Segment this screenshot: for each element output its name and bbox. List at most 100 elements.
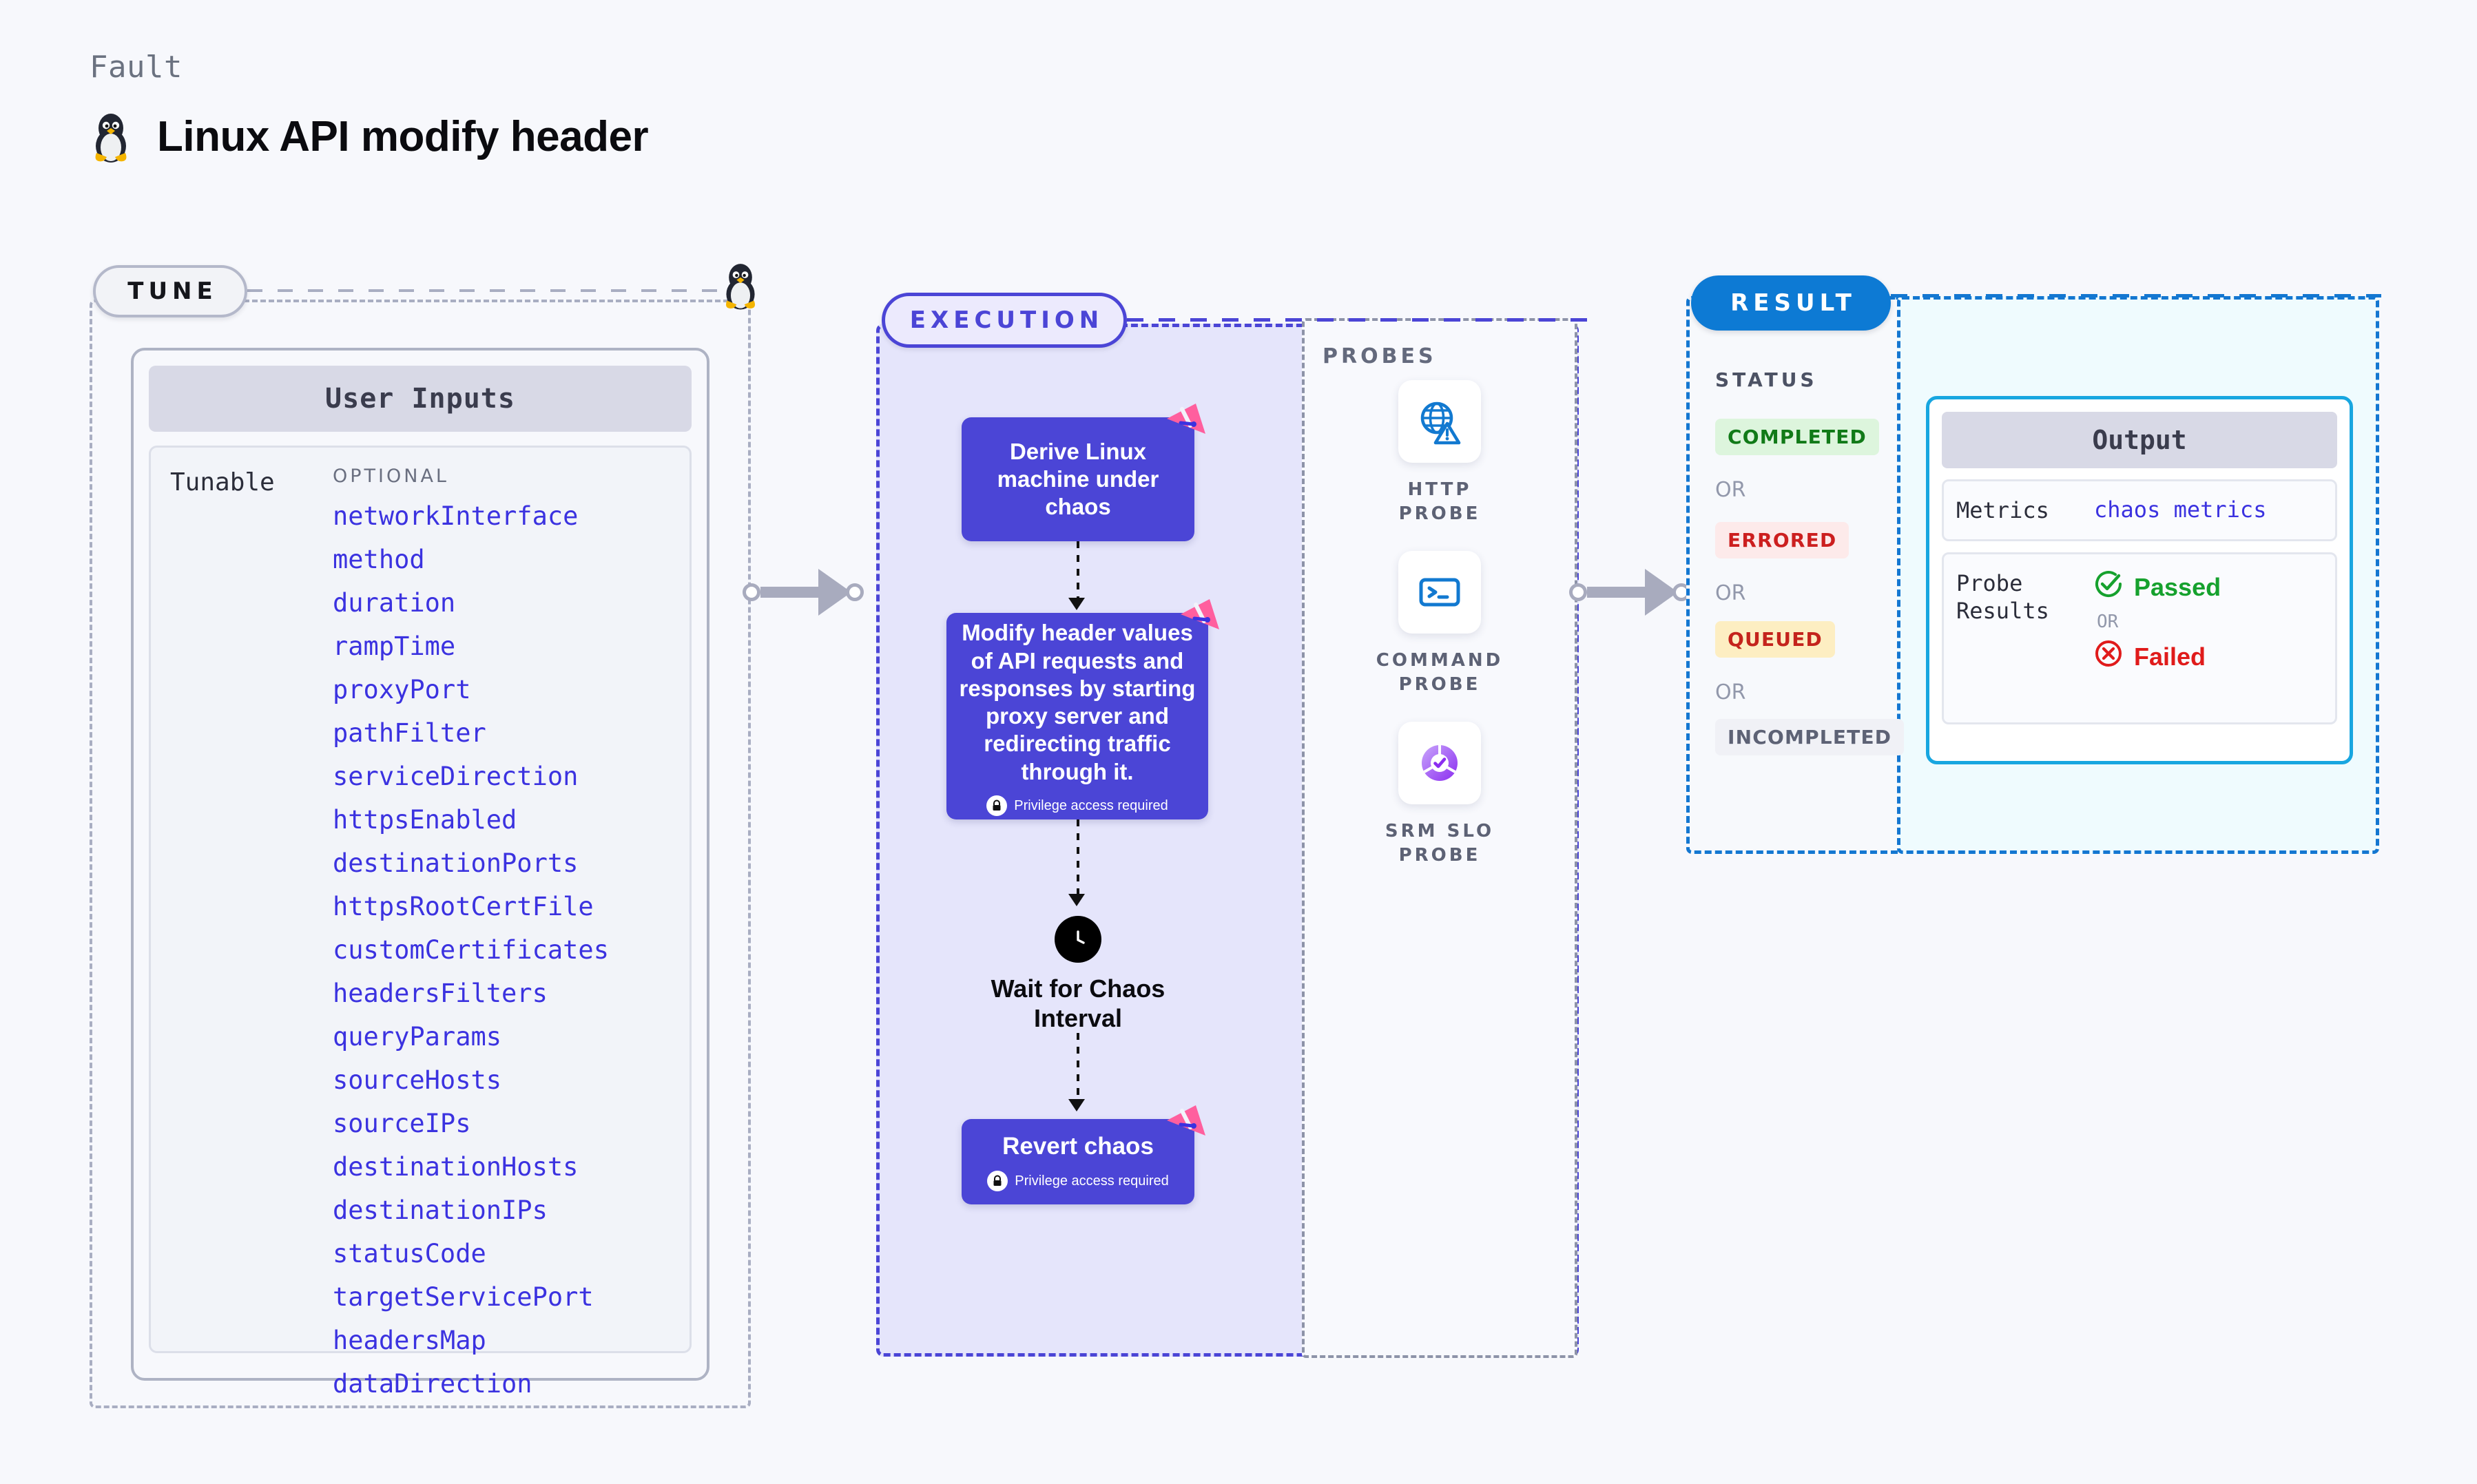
result-badge: RESULT: [1691, 275, 1891, 331]
status-badge-completed: COMPLETED: [1715, 419, 1879, 455]
flow-arrowhead-modify: [1068, 598, 1085, 610]
lock-icon: [987, 1171, 1008, 1191]
status-title: STATUS: [1715, 368, 1818, 391]
metrics-key: Metrics: [1956, 497, 2049, 523]
flow-connector-derive-to-modify: [1077, 541, 1079, 600]
tunable-param[interactable]: duration: [333, 588, 456, 618]
connector-start-dot: [743, 583, 760, 601]
probe-command[interactable]: COMMAND PROBE: [1371, 551, 1509, 697]
tune-panel: [90, 300, 751, 1408]
privilege-required-note: Privilege access required: [987, 1171, 1169, 1191]
status-or-3: OR: [1715, 680, 1746, 704]
chaos-flag-icon: [1181, 599, 1219, 629]
tunable-param[interactable]: sourceHosts: [333, 1065, 502, 1095]
tunable-section: Tunable OPTIONAL networkInterface method…: [149, 446, 692, 1397]
tune-badge: TUNE: [93, 265, 247, 317]
output-probe-results-row: Probe Results Passed OR: [1942, 552, 2337, 724]
lock-icon: [986, 795, 1008, 816]
status-badge-queued: QUEUED: [1715, 621, 1835, 658]
tunable-param[interactable]: rampTime: [333, 631, 456, 661]
probe-srm-slo[interactable]: SRM SLO PROBE: [1371, 722, 1509, 868]
probes-panel: [1302, 318, 1577, 1358]
probe-result-failed: Failed: [2094, 639, 2221, 674]
chaos-flag-icon: [1167, 404, 1205, 434]
status-badge-incompleted: INCOMPLETED: [1715, 719, 1905, 755]
page-kicker: Fault: [90, 50, 183, 85]
tunable-param[interactable]: httpsRootCertFile: [333, 892, 594, 921]
tunable-param[interactable]: queryParams: [333, 1022, 502, 1052]
execution-badge: EXECUTION: [882, 293, 1127, 348]
page-title-row: Linux API modify header: [90, 110, 649, 163]
node-wait-for-chaos-interval[interactable]: Wait for Chaos Interval: [962, 916, 1194, 1033]
tunable-param[interactable]: customCertificates: [333, 935, 609, 965]
status-or-2: OR: [1715, 581, 1746, 605]
globe-warning-icon: [1398, 380, 1481, 463]
node-modify-label: Modify header values of API requests and…: [959, 620, 1196, 784]
user-inputs-card: User Inputs Tunable OPTIONAL networkInte…: [131, 348, 709, 1397]
result-top-dashed-line: [1891, 294, 2381, 297]
chaos-flag-icon: [1167, 1105, 1205, 1136]
tunable-param[interactable]: headersMap: [333, 1326, 486, 1355]
flow-arrowhead-wait: [1068, 894, 1085, 906]
tux-penguin-marker-icon: [721, 260, 760, 313]
connector-tune-to-execution: [743, 569, 876, 616]
tunable-param[interactable]: networkInterface: [333, 501, 579, 531]
connector-execution-to-result: [1569, 569, 1703, 616]
tunable-param[interactable]: statusCode: [333, 1239, 486, 1268]
flow-connector-modify-to-wait: [1077, 819, 1079, 897]
slo-donut-icon: [1398, 722, 1481, 804]
tunable-param[interactable]: destinationHosts: [333, 1152, 579, 1182]
optional-label: OPTIONAL: [333, 466, 449, 487]
privilege-required-note: Privilege access required: [986, 795, 1168, 816]
result-status-strip: [1686, 296, 1900, 854]
probe-results-values: Passed OR Failed: [2094, 569, 2221, 674]
connector-start-dot: [1569, 583, 1587, 601]
clock-icon: [1055, 916, 1101, 963]
metrics-value[interactable]: chaos metrics: [2094, 497, 2267, 523]
failed-label: Failed: [2134, 642, 2206, 671]
tunable-param[interactable]: targetServicePort: [333, 1282, 594, 1312]
x-circle-icon: [2094, 639, 2123, 674]
node-derive-linux-machine[interactable]: Derive Linux machine under chaos: [962, 404, 1205, 541]
user-inputs-header: User Inputs: [149, 366, 692, 432]
tunable-param[interactable]: method: [333, 545, 425, 574]
tunable-param[interactable]: destinationIPs: [333, 1195, 548, 1225]
tunable-label: Tunable: [170, 468, 275, 497]
node-modify-header-values[interactable]: Modify header values of API requests and…: [946, 599, 1219, 819]
tune-top-dashed-line: [247, 289, 729, 292]
passed-label: Passed: [2134, 572, 2221, 601]
probe-http[interactable]: HTTP PROBE: [1371, 380, 1509, 526]
tunable-param[interactable]: destinationPorts: [333, 848, 579, 878]
privilege-note-text: Privilege access required: [1014, 797, 1168, 813]
terminal-icon: [1398, 551, 1481, 634]
tunable-param[interactable]: proxyPort: [333, 675, 471, 704]
status-badge-errored: ERRORED: [1715, 522, 1849, 558]
flow-arrowhead-revert: [1068, 1099, 1085, 1111]
probe-command-label: COMMAND PROBE: [1376, 650, 1504, 696]
output-metrics-row: Metrics chaos metrics: [1942, 479, 2337, 541]
node-revert-chaos[interactable]: Revert chaos Privilege access required: [962, 1105, 1205, 1204]
wait-label: Wait for Chaos Interval: [991, 974, 1165, 1033]
node-derive-label: Derive Linux machine under chaos: [997, 438, 1159, 520]
tux-penguin-icon: [90, 110, 132, 163]
probe-result-or: OR: [2097, 612, 2119, 632]
probe-result-passed: Passed: [2094, 569, 2221, 605]
probe-srm-slo-label: SRM SLO PROBE: [1385, 821, 1495, 866]
connector-bar: [760, 587, 820, 598]
connector-bar: [1587, 587, 1646, 598]
probe-http-label: HTTP PROBE: [1398, 479, 1481, 525]
status-or-1: OR: [1715, 478, 1746, 502]
tunable-param[interactable]: pathFilter: [333, 718, 486, 748]
tunable-parameter-list: OPTIONAL networkInterface method duratio…: [333, 466, 680, 1397]
execution-top-dashed-line: [1127, 318, 1595, 322]
tunable-param[interactable]: sourceIPs: [333, 1109, 471, 1138]
probes-title: PROBES: [1323, 344, 1437, 368]
check-circle-icon: [2094, 569, 2123, 605]
node-revert-label: Revert chaos: [1002, 1133, 1154, 1160]
tunable-param[interactable]: dataDirection: [333, 1369, 532, 1399]
page-title: Linux API modify header: [157, 112, 649, 160]
tunable-param[interactable]: serviceDirection: [333, 762, 579, 791]
tunable-param[interactable]: headersFilters: [333, 979, 548, 1008]
tunable-param[interactable]: httpsEnabled: [333, 805, 517, 835]
